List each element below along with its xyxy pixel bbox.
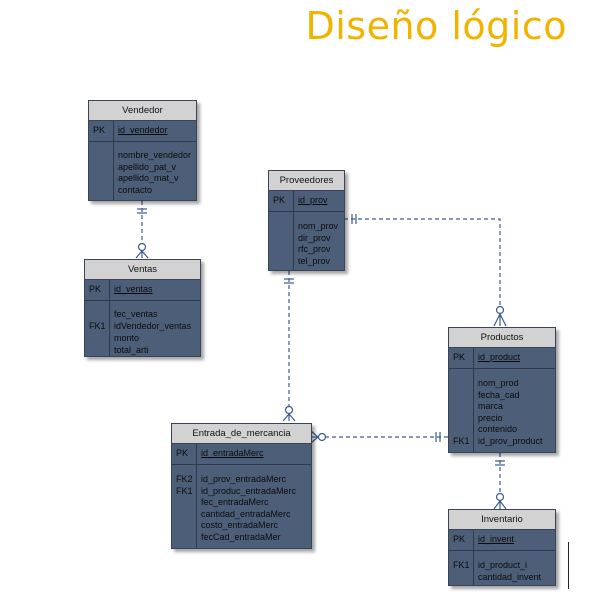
primary-key-row: PK id_vendedor: [89, 121, 196, 142]
entity-attribute: nom_prod: [478, 378, 519, 388]
fk-label: FK1: [89, 321, 106, 331]
fk-label: FK1: [453, 560, 470, 570]
entity-header: Productos: [449, 328, 555, 348]
primary-key-row: PK id_ventas: [85, 280, 200, 301]
entity-attribute: nom_prov: [298, 221, 339, 231]
entity-attribute: fec_ventas: [114, 309, 158, 319]
fk-label: FK2: [176, 474, 193, 484]
entity-attribute: nombre_vendedor: [118, 150, 192, 160]
entity-header: Proveedores: [269, 171, 344, 191]
entity-header: Entrada_de_mercancia: [172, 424, 311, 444]
rel-proveedores-productos: [344, 218, 501, 306]
entity-attribute: contenido: [478, 424, 518, 435]
pk-attribute: id_vendedor: [118, 125, 168, 135]
pk-attribute: id_invent: [478, 534, 515, 544]
entity-attribute: id_produc_entradaMerc: [201, 485, 297, 496]
entity-attribute: costo_entradaMerc: [201, 520, 279, 531]
entity-attribute: precio: [478, 412, 503, 423]
entity-attribute: fec_entradaMerc: [201, 497, 269, 508]
entity-attribute: apellido_mat_v: [118, 173, 179, 184]
entity-attribute: id_prov_entradaMerc: [201, 474, 287, 484]
entity-attribute: cantidad_entradaMerc: [201, 508, 291, 519]
pk-attribute: id_product: [478, 352, 521, 362]
pk-label: PK: [176, 448, 189, 458]
entity-attribute: id_prov_product: [478, 436, 543, 446]
primary-key-row: PK id_prov: [269, 191, 344, 212]
pk-label: PK: [273, 195, 286, 205]
primary-key-row: PK id_invent: [449, 530, 555, 551]
entity-attribute: marca: [478, 401, 504, 412]
entity-attribute: rfc_prov: [298, 244, 331, 255]
pk-label: PK: [93, 125, 106, 135]
entity-attribute: apellido_pat_v: [118, 161, 177, 172]
entity-attribute: dir_prov: [298, 232, 331, 243]
pk-attribute: id_ventas: [114, 284, 153, 294]
slide-title: Diseño lógico: [305, 4, 567, 48]
primary-key-row: PK id_entradaMerc: [172, 444, 311, 465]
entity-attribute: fecCad_entradaMer: [201, 532, 281, 542]
pk-label: PK: [89, 284, 102, 294]
entity-attribute: monto: [114, 333, 140, 343]
pk-label: PK: [453, 534, 466, 544]
pk-attribute: id_entradaMerc: [201, 448, 264, 458]
entity-header: Inventario: [449, 510, 555, 530]
pk-attribute: id_prov: [298, 195, 328, 205]
entity-attribute: idVendedor_ventas: [114, 321, 192, 331]
text-cursor: [568, 542, 569, 589]
entity-header: Ventas: [85, 260, 200, 280]
entity-attribute: total_arti: [114, 345, 149, 355]
entity-attribute: fecha_cad: [478, 389, 520, 400]
entity-attribute: id_product_i: [478, 560, 528, 570]
entity-attribute: cantidad_invent: [478, 571, 542, 582]
entity-attribute: contacto: [118, 184, 153, 195]
pk-label: PK: [453, 352, 466, 362]
entity-attribute: tel_prov: [298, 255, 331, 266]
entity-header: Vendedor: [89, 101, 196, 121]
primary-key-row: PK id_product: [449, 348, 555, 369]
fk-label: FK1: [176, 485, 193, 496]
fk-label: FK1: [453, 436, 470, 446]
